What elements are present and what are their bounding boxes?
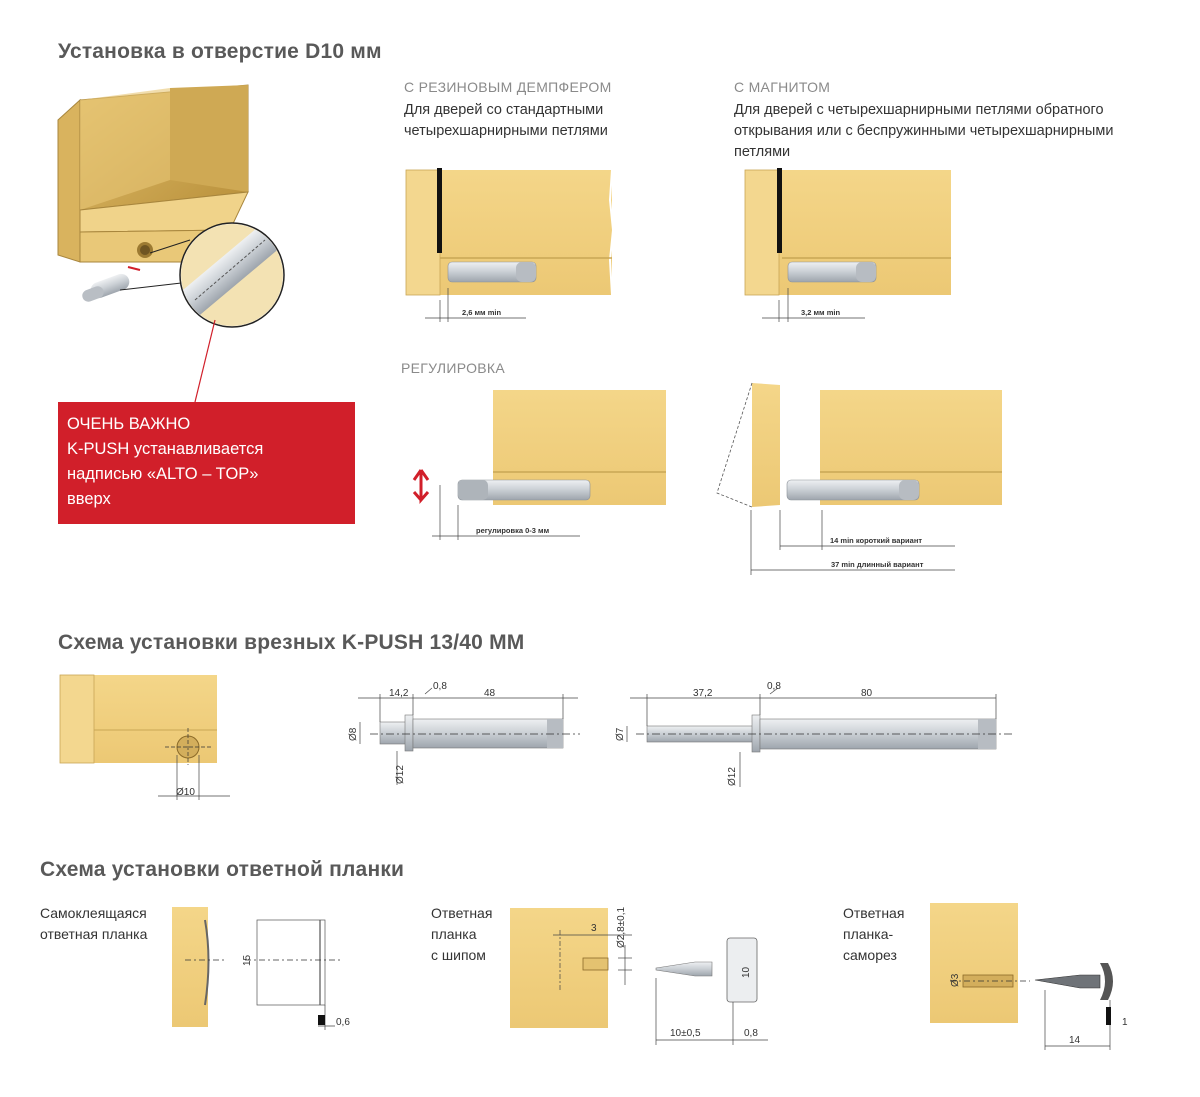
adhesive-plate-drawing (172, 907, 342, 1030)
short-variant-label: 14 min короткий вариант (830, 536, 922, 545)
screw-thickness-label: 1 (1122, 1017, 1128, 1028)
screw-length-label: 14 (1069, 1035, 1081, 1046)
damper-desc-line: четырехшарнирными петлями (404, 123, 608, 139)
adhesive-label-line: Самоклеящаяся (40, 905, 147, 921)
screw-plate-label: Ответная планка- саморез (843, 903, 904, 966)
kpush-device-3d (82, 273, 130, 302)
variant-diagram (716, 382, 1002, 575)
cabinet-illustration (57, 84, 285, 403)
notice-line: ОЧЕНЬ ВАЖНО (67, 415, 191, 433)
pin-height-label: 10 (741, 966, 752, 978)
magnet-diagram (744, 168, 951, 322)
pin-length-label: 10±0,5 (670, 1028, 701, 1039)
pin-label-line: с шипом (431, 947, 486, 963)
rubber-damper (437, 168, 442, 253)
screw-label-line: саморез (843, 947, 897, 963)
pin-label-line: планка (431, 926, 477, 942)
magnet-dim-label: 3,2 мм min (801, 308, 840, 317)
damper-desc-line: Для дверей со стандартными (404, 102, 604, 118)
red-arrow-mark (127, 266, 141, 271)
adhesive-thickness-label: 0,6 (336, 1017, 350, 1028)
pin-depth-label: 3 (591, 923, 597, 934)
magnet-strip (777, 168, 782, 253)
magnet-caption: С МАГНИТОМ (734, 79, 831, 95)
long-dim-d2: Ø12 (727, 767, 738, 786)
short-dim-d1: Ø8 (348, 727, 359, 741)
scheme-plate-title: Схема установки ответной планки (40, 858, 405, 881)
magnet-desc-line: открывания или с беспружинными четырехша… (734, 123, 1114, 139)
adhesive-label-line: ответная планка (40, 926, 148, 942)
short-dim-b: 0,8 (433, 681, 447, 692)
adhesive-height-label: 15 (242, 954, 253, 966)
short-dim-d2: Ø12 (395, 765, 406, 784)
long-dim-a: 37,2 (693, 688, 713, 699)
adjust-caption: РЕГУЛИРОВКА (401, 360, 505, 376)
screw-label-line: Ответная (843, 905, 905, 921)
install-title: Установка в отверстие D10 мм (58, 40, 382, 63)
important-notice: ОЧЕНЬ ВАЖНО K-PUSH устанавливается надпи… (58, 402, 355, 524)
short-dim-c: 48 (484, 688, 496, 699)
magnet-desc-line: Для дверей с четырехшарнирными петлями о… (734, 102, 1104, 118)
kpush-short-drawing (358, 687, 580, 785)
notice-line: надписью «ALTO – TOP» (67, 465, 259, 483)
hole-diameter-label: Ø10 (176, 787, 195, 798)
adhesive-plate-label: Самоклеящаяся ответная планка (40, 903, 147, 945)
screw-label-line: планка- (843, 926, 894, 942)
pin-label-line: Ответная (431, 905, 493, 921)
screw-plate-drawing (930, 903, 1113, 1050)
short-dim-a: 14,2 (389, 688, 409, 699)
damper-dim-label: 2,6 мм min (462, 308, 501, 317)
kpush-long-drawing (626, 687, 1012, 787)
scheme-kpush-title: Схема установки врезных K-PUSH 13/40 ММ (58, 631, 525, 654)
magnet-description: Для дверей с четырехшарнирными петлями о… (734, 100, 1113, 163)
damper-diagram (405, 168, 615, 322)
long-dim-c: 80 (861, 688, 873, 699)
screw-diameter-label: Ø3 (950, 973, 961, 987)
long-variant-label: 37 min длинный вариант (831, 560, 924, 569)
damper-caption: С РЕЗИНОВЫМ ДЕМПФЕРОМ (404, 79, 612, 95)
pin-diameter-label: Ø2,8±0,1 (616, 906, 627, 948)
long-dim-b: 0,8 (767, 681, 781, 692)
pin-plate-drawing (510, 908, 768, 1045)
magnet-desc-line: петлями (734, 144, 791, 160)
pin-thickness-label: 0,8 (744, 1028, 758, 1039)
long-dim-d1: Ø7 (615, 727, 626, 741)
adjust-diagram (412, 390, 666, 540)
notice-line: K-PUSH устанавливается (67, 440, 264, 458)
adjust-dim-label: регулировка 0-3 мм (476, 526, 550, 535)
adjust-arrow-icon (412, 469, 430, 504)
pin-plate-label: Ответная планка с шипом (431, 903, 492, 966)
damper-description: Для дверей со стандартными четырехшарнир… (404, 100, 608, 142)
hole-section-diagram (59, 674, 230, 800)
notice-line: вверх (67, 490, 111, 508)
callout-line (194, 319, 216, 403)
